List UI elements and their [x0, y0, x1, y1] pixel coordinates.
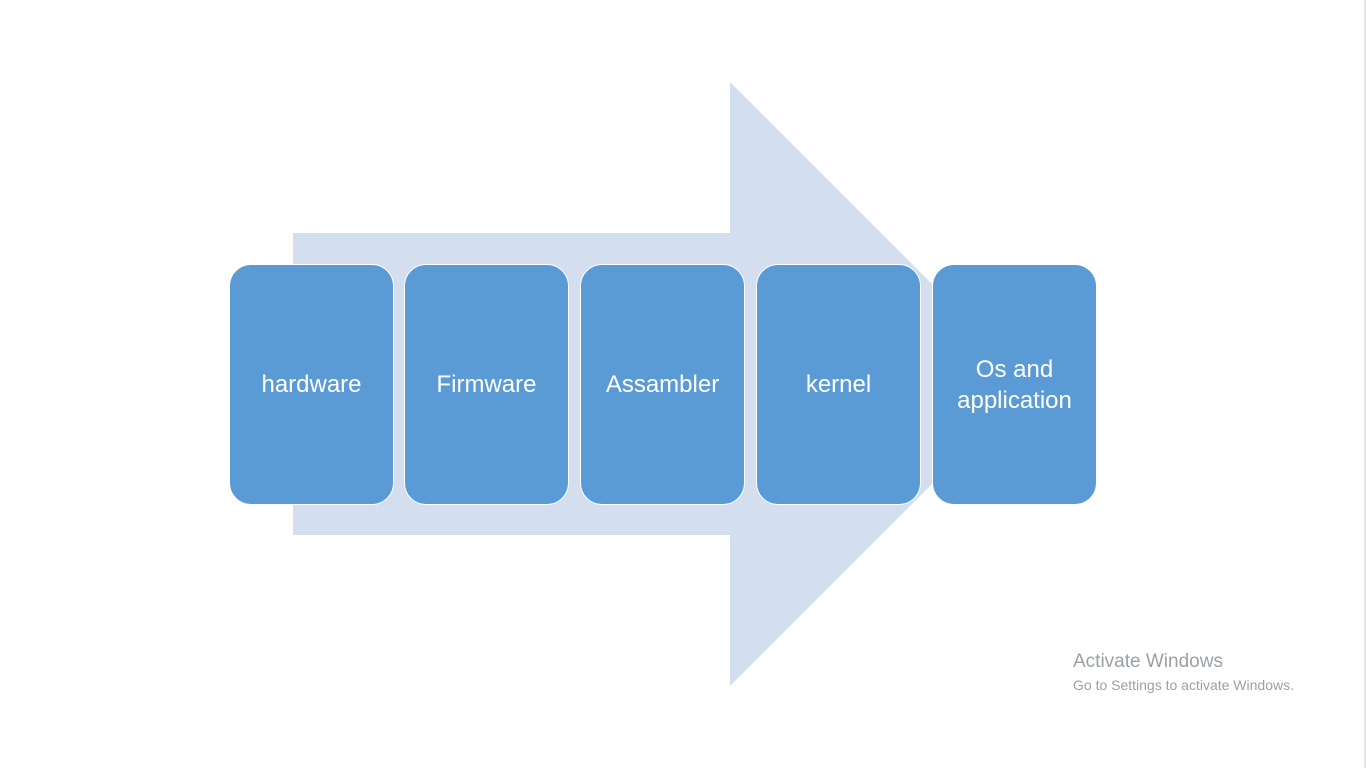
- step-label: Os and application: [957, 355, 1072, 414]
- step-label: Assambler: [605, 371, 720, 398]
- right-edge-divider: [1364, 0, 1366, 768]
- step-label: kernel: [805, 371, 872, 398]
- step-box-firmware: Firmware: [404, 264, 569, 505]
- step-label: hardware: [261, 371, 362, 398]
- watermark-title: Activate Windows: [1073, 651, 1223, 672]
- step-box-assambler: Assambler: [580, 264, 745, 505]
- step-box-kernel: kernel: [756, 264, 921, 505]
- step-label: Firmware: [436, 371, 537, 398]
- watermark-subtitle: Go to Settings to activate Windows.: [1073, 677, 1294, 693]
- activation-watermark: Activate Windows Go to Settings to activ…: [1073, 651, 1294, 694]
- step-box-os-and-application: Os and application: [932, 264, 1097, 505]
- step-box-hardware: hardware: [229, 264, 394, 505]
